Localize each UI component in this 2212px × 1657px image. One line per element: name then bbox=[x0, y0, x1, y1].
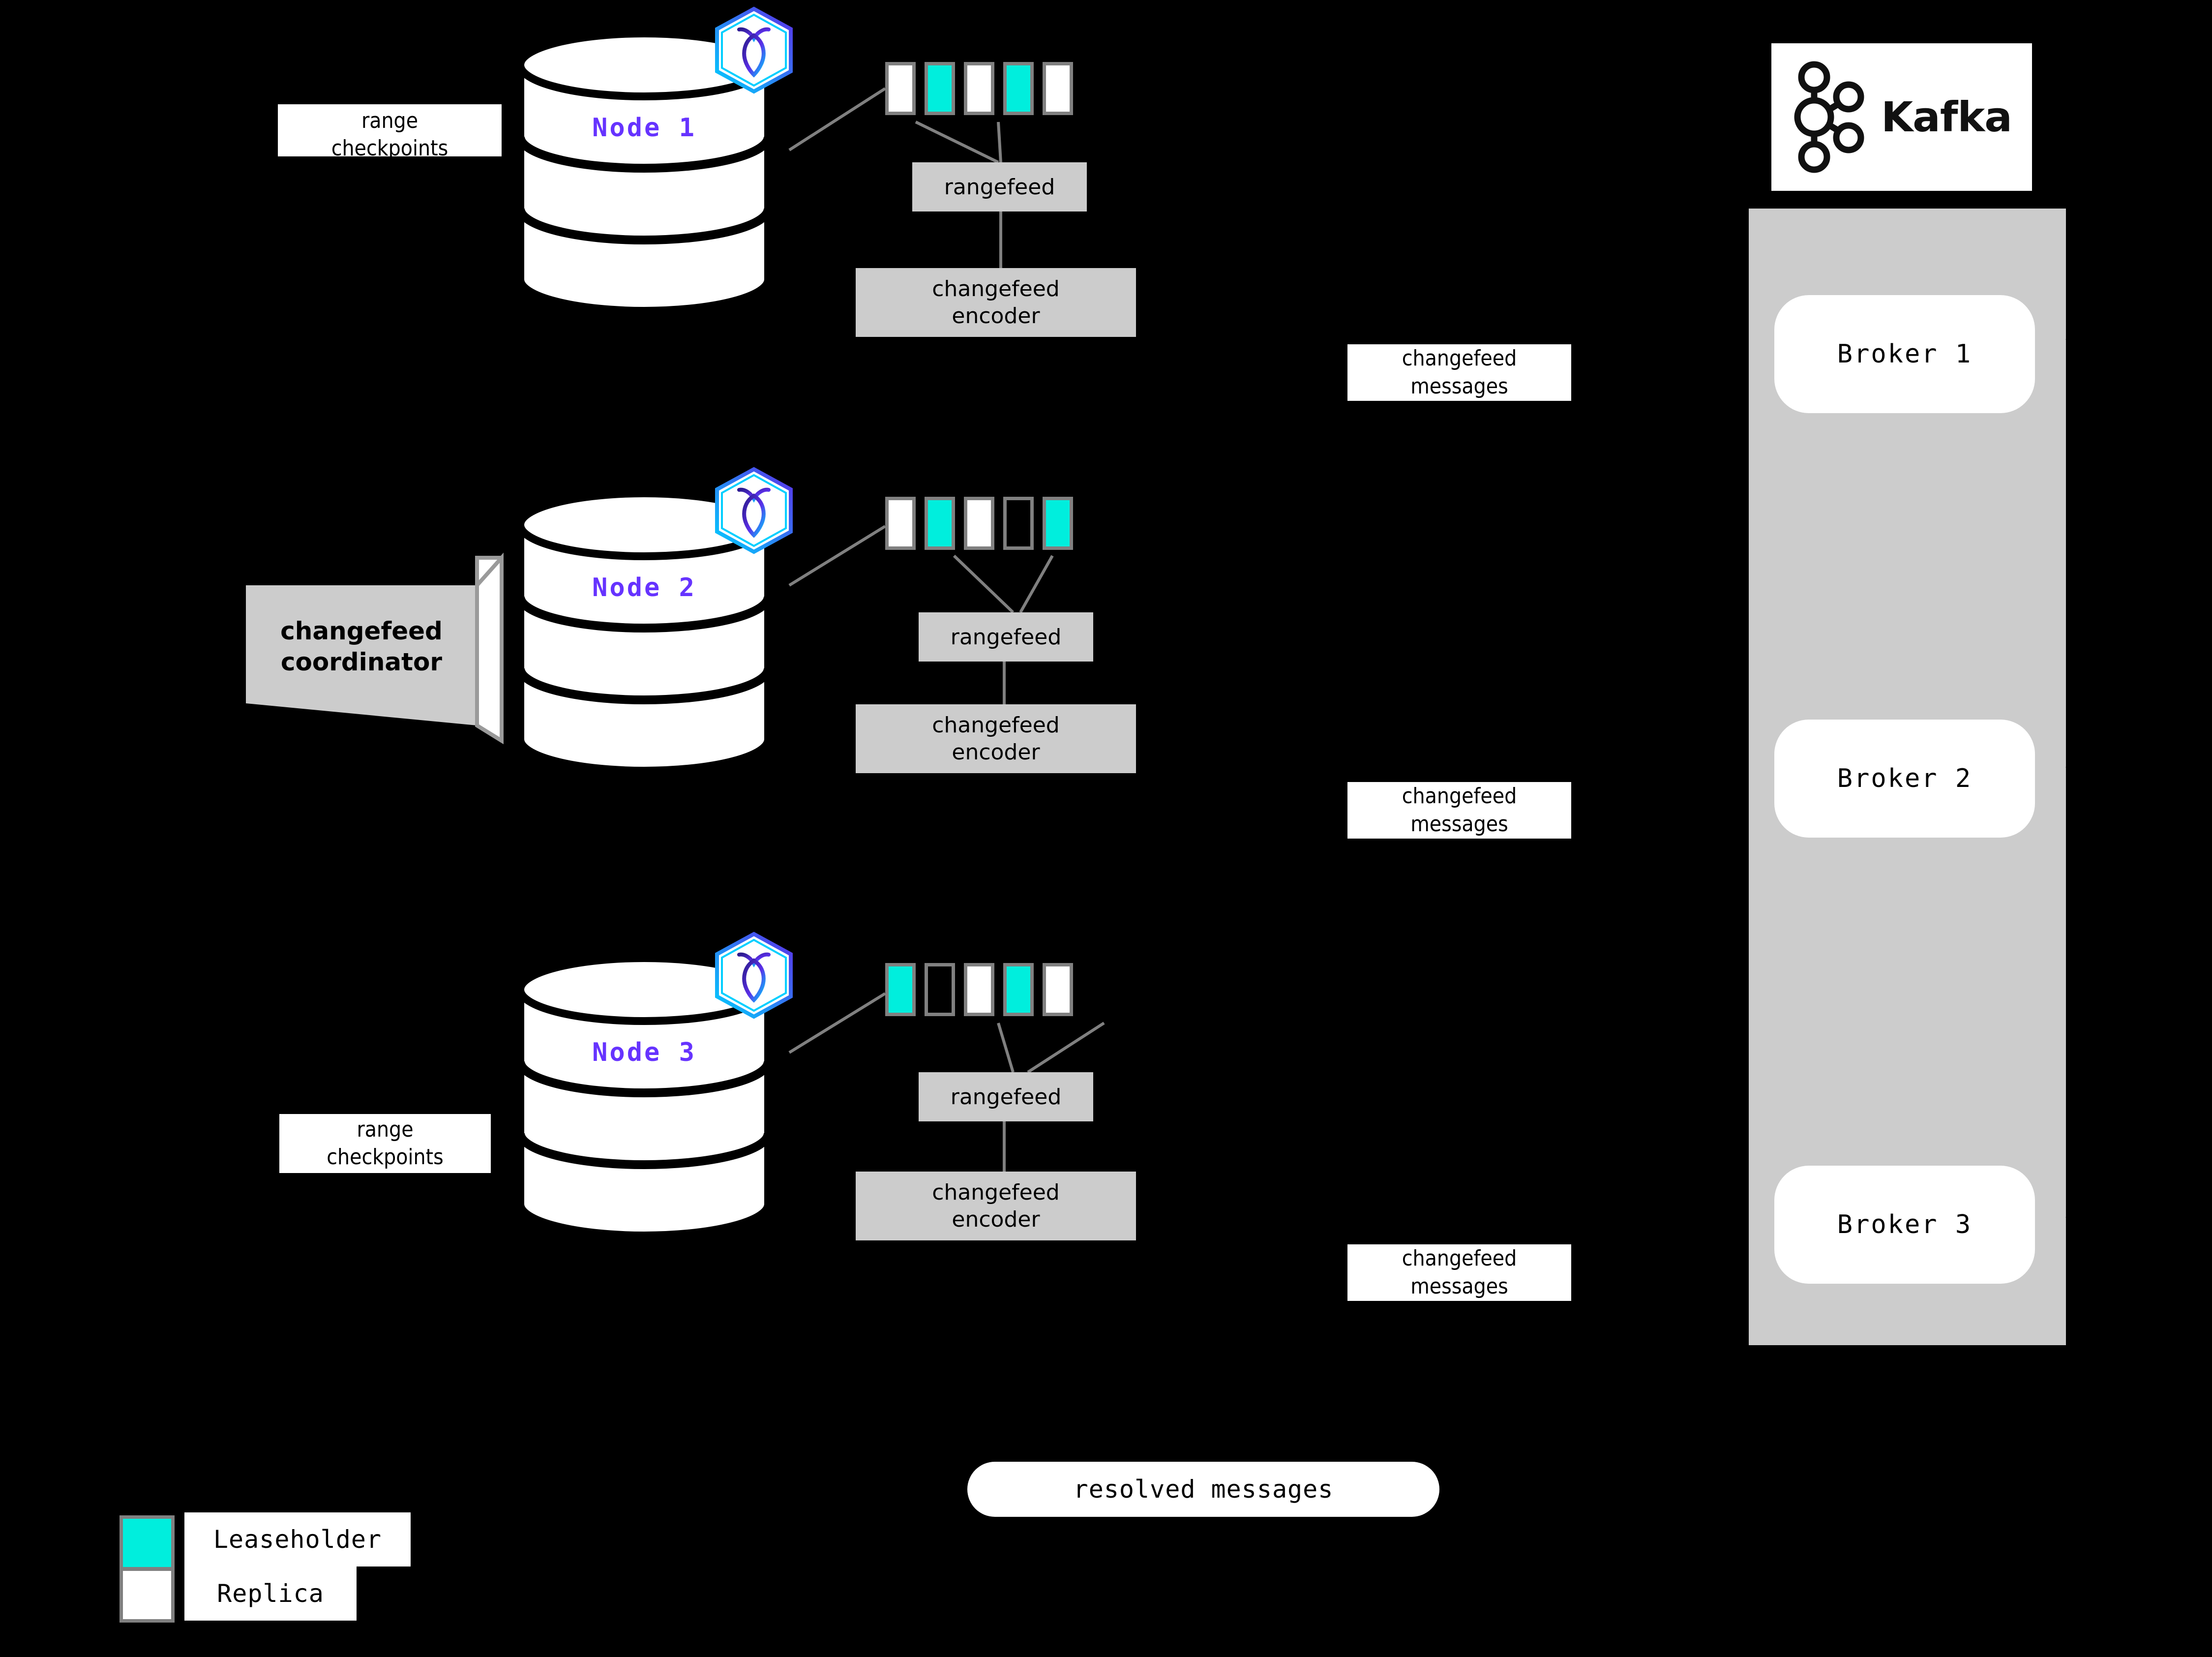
replica-box[interactable] bbox=[1003, 963, 1034, 1016]
replica-box[interactable] bbox=[885, 62, 916, 115]
cockroachdb-hex-icon bbox=[712, 6, 796, 94]
cockroachdb-hex-icon bbox=[712, 466, 796, 555]
incoming-arrowhead-3 bbox=[2065, 1208, 2092, 1226]
legend-swatch-replica bbox=[120, 1567, 175, 1623]
replica-box[interactable] bbox=[925, 497, 955, 550]
node-cylinder-1: Node 1 bbox=[516, 30, 773, 315]
replica-box[interactable] bbox=[964, 497, 994, 550]
rangefeed-box-1[interactable]: rangefeed bbox=[912, 162, 1087, 211]
changefeed-encoder-box-2[interactable]: changefeed encoder bbox=[856, 704, 1136, 773]
replica-box[interactable] bbox=[1003, 497, 1034, 550]
changefeed-encoder-box-1[interactable]: changefeed encoder bbox=[856, 268, 1136, 337]
range-checkpoints-label-3: range checkpoints bbox=[279, 1114, 491, 1173]
replica-box[interactable] bbox=[925, 62, 955, 115]
replica-box[interactable] bbox=[885, 497, 916, 550]
incoming-arrowhead-1 bbox=[2065, 331, 2092, 348]
node-label-3: Node 3 bbox=[592, 1038, 696, 1067]
changefeed-encoder-box-3[interactable]: changefeed encoder bbox=[856, 1172, 1136, 1240]
broker-box-3[interactable]: Broker 3 bbox=[1774, 1166, 2035, 1284]
cockroachdb-hex-icon bbox=[712, 931, 796, 1020]
replica-box[interactable] bbox=[964, 62, 994, 115]
replica-row-2 bbox=[885, 497, 1073, 550]
replica-row-1 bbox=[885, 62, 1073, 115]
legend-swatch-leaseholder bbox=[120, 1515, 175, 1570]
changefeed-coordinator[interactable]: changefeed coordinator bbox=[246, 551, 521, 748]
range-checkpoints-label-1: range checkpoints bbox=[278, 104, 502, 161]
rangefeed-box-3[interactable]: rangefeed bbox=[919, 1072, 1093, 1121]
replica-box[interactable] bbox=[964, 963, 994, 1016]
replica-box[interactable] bbox=[925, 963, 955, 1016]
changefeed-messages-label-3: changefeed messages bbox=[1347, 1244, 1571, 1301]
node-cylinder-3: Node 3 bbox=[516, 954, 773, 1239]
incoming-arrowhead-2 bbox=[2065, 758, 2092, 776]
replica-row-3 bbox=[885, 963, 1073, 1016]
node-cylinder-2: Node 2 bbox=[516, 489, 773, 775]
broker-box-1[interactable]: Broker 1 bbox=[1774, 295, 2035, 413]
legend-label-replica: Replica bbox=[184, 1567, 357, 1621]
replica-box[interactable] bbox=[1003, 62, 1034, 115]
legend-label-leaseholder: Leaseholder bbox=[184, 1512, 411, 1567]
changefeed-messages-label-1: changefeed messages bbox=[1347, 344, 1571, 401]
broker-box-2[interactable]: Broker 2 bbox=[1774, 720, 2035, 838]
rangefeed-box-2[interactable]: rangefeed bbox=[919, 612, 1093, 662]
changefeed-messages-label-2: changefeed messages bbox=[1347, 782, 1571, 839]
replica-box[interactable] bbox=[1043, 497, 1073, 550]
node-label-2: Node 2 bbox=[592, 573, 696, 603]
changefeed-coordinator-label: changefeed coordinator bbox=[280, 617, 443, 676]
kafka-logo-box: Kafka bbox=[1771, 43, 2032, 191]
kafka-logo-icon bbox=[1794, 61, 1864, 173]
replica-box[interactable] bbox=[1043, 62, 1073, 115]
kafka-wordmark: Kafka bbox=[1881, 93, 2012, 141]
node-label-1: Node 1 bbox=[592, 113, 696, 143]
resolved-messages-pill: resolved messages bbox=[967, 1462, 1439, 1517]
replica-box[interactable] bbox=[1043, 963, 1073, 1016]
replica-box[interactable] bbox=[885, 963, 916, 1016]
